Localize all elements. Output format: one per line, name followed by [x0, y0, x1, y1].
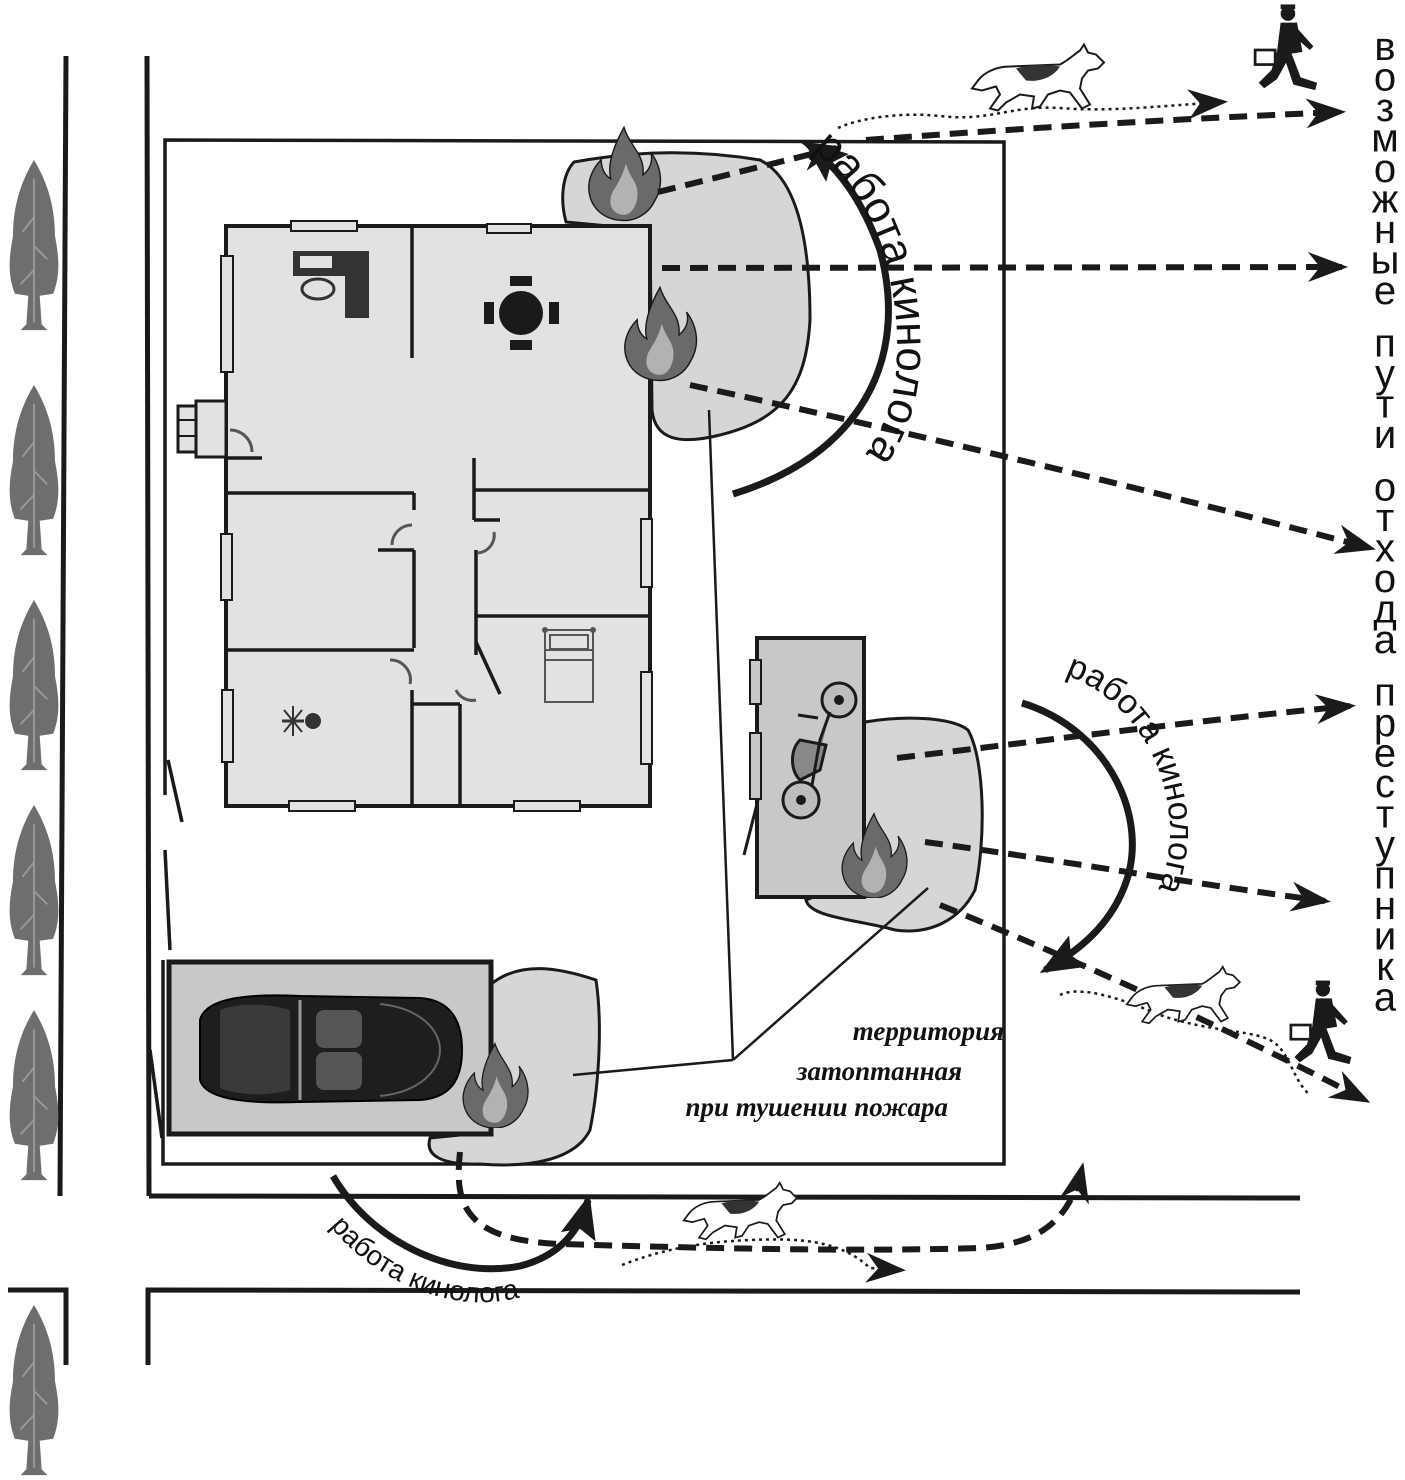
desk-icon [293, 251, 369, 318]
handler-work-arcs [329, 140, 1136, 1273]
escape-caption-letter: ж [1372, 178, 1399, 222]
trampled-caption-line-2: затоптанная [796, 1056, 962, 1086]
porch [176, 399, 228, 459]
motorcycle-icon [781, 681, 858, 820]
escape-caption-letter: о [1374, 466, 1396, 510]
escape-caption-letter: с [1375, 762, 1395, 806]
garage [166, 959, 494, 1137]
escape-caption-letter: р [1374, 701, 1396, 745]
escape-caption-letter: ы [1371, 239, 1400, 283]
escape-caption-letter: к [1376, 945, 1394, 989]
tree-icon [8, 1305, 60, 1477]
escape-caption-letter: п [1374, 322, 1396, 366]
fleeing-person-icon [1253, 3, 1319, 92]
tree-icon [8, 385, 60, 557]
handler-arc-right [1020, 699, 1136, 974]
dog-icon [970, 43, 1106, 112]
escape-caption-letter: д [1373, 588, 1396, 632]
escape-route-shed-1 [896, 694, 1356, 761]
escape-caption-letter: е [1374, 269, 1396, 313]
trampled-caption-line-1: территория [853, 1016, 1004, 1046]
fleeing-persons [1253, 3, 1353, 1066]
escape-caption-letter: а [1374, 976, 1397, 1020]
property-fence [148, 138, 1006, 1166]
escape-caption-letter: н [1374, 884, 1396, 928]
trampled-caption-line-3: при тушении пожара [685, 1092, 948, 1122]
handler-work-label-bottom: работа кинолога [325, 1210, 521, 1309]
escape-route-garage [455, 1151, 1089, 1253]
escape-route-top [865, 98, 1346, 143]
dog-icon [1125, 965, 1242, 1025]
escape-caption-letter: о [1374, 56, 1396, 100]
house-plan [176, 220, 653, 812]
escape-caption-letter: о [1374, 557, 1396, 601]
dog-tracks [621, 89, 1311, 1283]
escape-caption-letter: п [1374, 854, 1396, 898]
fleeing-person-icon [1289, 979, 1353, 1066]
tree-icon [8, 805, 60, 977]
escape-caption-letter: и [1374, 915, 1396, 959]
escape-caption-letter: т [1376, 793, 1394, 837]
trampled-area-caption: территория затоптанная при тушении пожар… [685, 1016, 1004, 1122]
escape-caption-letter: т [1376, 383, 1394, 427]
person-icon [282, 706, 321, 736]
escape-caption-letter: у [1375, 352, 1395, 396]
tree-icon [8, 600, 60, 772]
escape-caption-letter: п [1374, 671, 1396, 715]
windows [220, 220, 653, 812]
handler-arc-bottom [329, 1174, 596, 1273]
escape-caption-letter: з [1376, 86, 1394, 130]
handler-arc-top [731, 140, 892, 498]
escape-caption-letter: у [1375, 823, 1395, 867]
roadside-lines [8, 55, 1301, 1365]
bed-icon [542, 627, 596, 703]
escape-caption-letter: х [1375, 527, 1395, 571]
escape-caption-letter: м [1371, 117, 1399, 161]
escape-route-shed-3 [938, 902, 1371, 1103]
escape-route-house-2 [689, 382, 1376, 554]
tree-row [8, 160, 60, 1477]
tree-icon [8, 1010, 60, 1182]
escape-caption-letter: о [1374, 147, 1396, 191]
trampled-zone-shed [804, 716, 984, 933]
escape-caption-letter: е [1374, 732, 1396, 776]
car-icon [199, 994, 464, 1104]
escape-caption-letter: в [1374, 25, 1395, 69]
escape-route-house-1 [661, 252, 1348, 283]
escape-caption-letter: и [1374, 413, 1396, 457]
trampled-zone-garage [427, 967, 601, 1167]
trampled-zone-leaders [572, 409, 929, 1077]
escape-routes [455, 98, 1376, 1253]
door-swings [229, 428, 496, 702]
interior-walls [226, 226, 650, 806]
escape-caption-letter: а [1374, 618, 1397, 662]
escape-caption-letter: т [1376, 496, 1394, 540]
table-icon [484, 276, 559, 350]
dog-icon [682, 1181, 798, 1241]
tree-icon [8, 160, 60, 332]
escape-caption-letter: н [1374, 208, 1396, 252]
